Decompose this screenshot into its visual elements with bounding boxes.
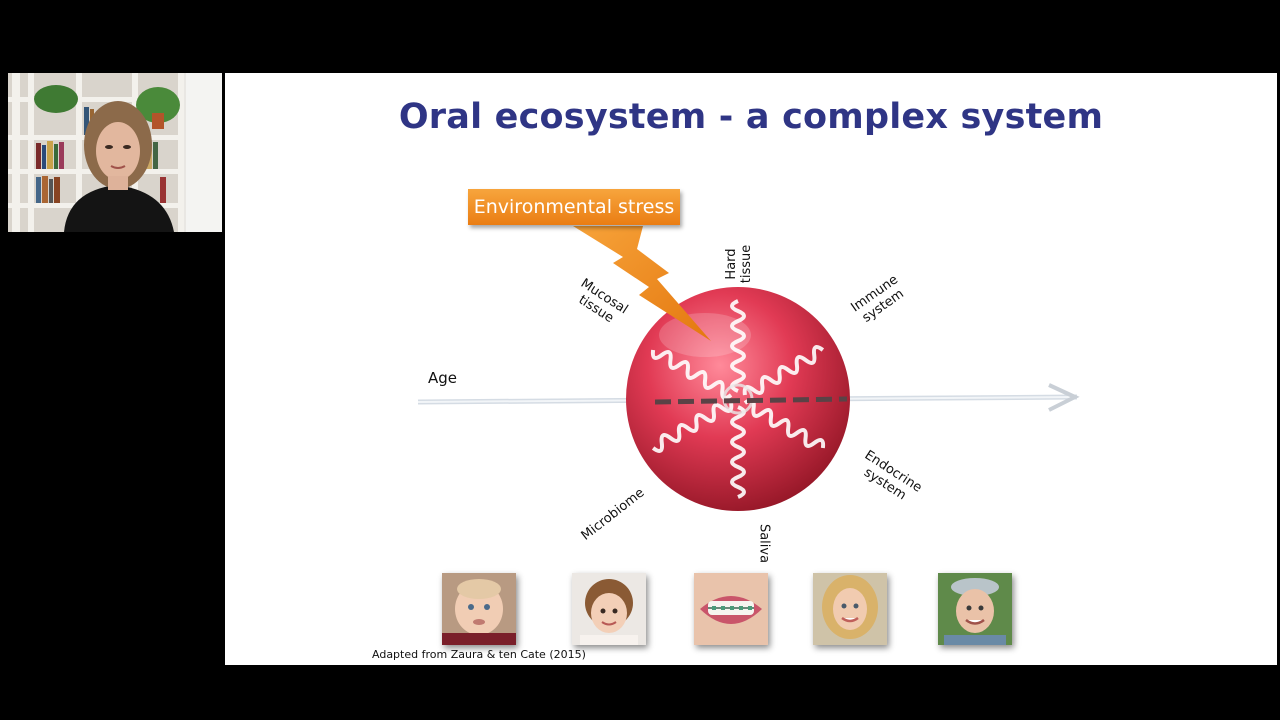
- baby-photo: [442, 573, 516, 645]
- braces-smile-photo: [694, 573, 768, 645]
- presentation-slide: Oral ecosystem - a complex system: [225, 73, 1277, 665]
- webcam-video: [8, 73, 222, 232]
- label-saliva: Saliva: [756, 523, 772, 564]
- young-woman-photo: [813, 573, 887, 645]
- age-axis-dashed-segment: [654, 396, 848, 405]
- citation-text: Adapted from Zaura & ten Cate (2015): [372, 648, 586, 661]
- oral-ecosystem-diagram: [417, 226, 1080, 511]
- lightning-bolt-icon: [573, 226, 711, 341]
- age-axis-label: Age: [428, 369, 458, 387]
- spring-connectors: [650, 299, 826, 499]
- slide-title: Oral ecosystem - a complex system: [398, 97, 1104, 137]
- presenter-webcam: [8, 73, 222, 232]
- child-photo: [572, 573, 646, 645]
- environmental-stress-box: Environmental stress: [468, 189, 680, 225]
- elderly-woman-photo: [938, 573, 1012, 645]
